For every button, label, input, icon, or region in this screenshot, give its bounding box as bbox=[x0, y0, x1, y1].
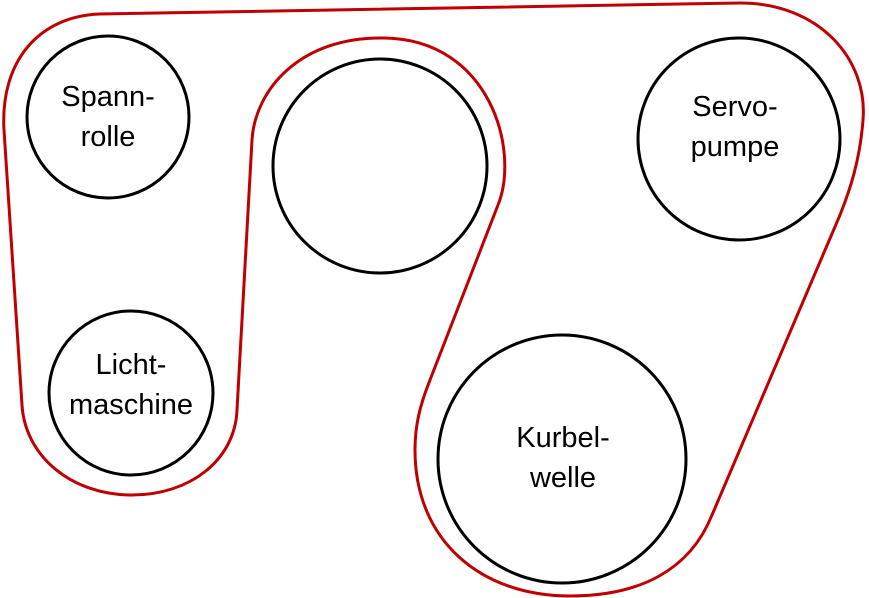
label-line: Spann- bbox=[61, 81, 155, 113]
label-spannrolle: Spann- rolle bbox=[61, 77, 155, 157]
pulley-servopumpe bbox=[636, 36, 842, 242]
label-line: pumpe bbox=[690, 131, 780, 163]
pulley-lichtmaschine bbox=[47, 309, 215, 477]
label-line: Servo- bbox=[692, 91, 778, 123]
pulley-umlenkrolle bbox=[271, 57, 489, 275]
label-servopumpe: Servo- pumpe bbox=[691, 87, 780, 167]
label-kurbelwelle: Kurbel- welle bbox=[516, 418, 610, 498]
label-line: welle bbox=[529, 462, 597, 494]
label-line: Kurbel- bbox=[516, 422, 610, 454]
pulley-kurbelwelle bbox=[436, 333, 688, 585]
label-line: rolle bbox=[80, 121, 136, 153]
label-line: Licht- bbox=[95, 349, 167, 381]
pulley-spannrolle bbox=[25, 34, 191, 200]
label-line: maschine bbox=[68, 389, 194, 421]
label-lichtmaschine: Licht- maschine bbox=[69, 345, 193, 425]
